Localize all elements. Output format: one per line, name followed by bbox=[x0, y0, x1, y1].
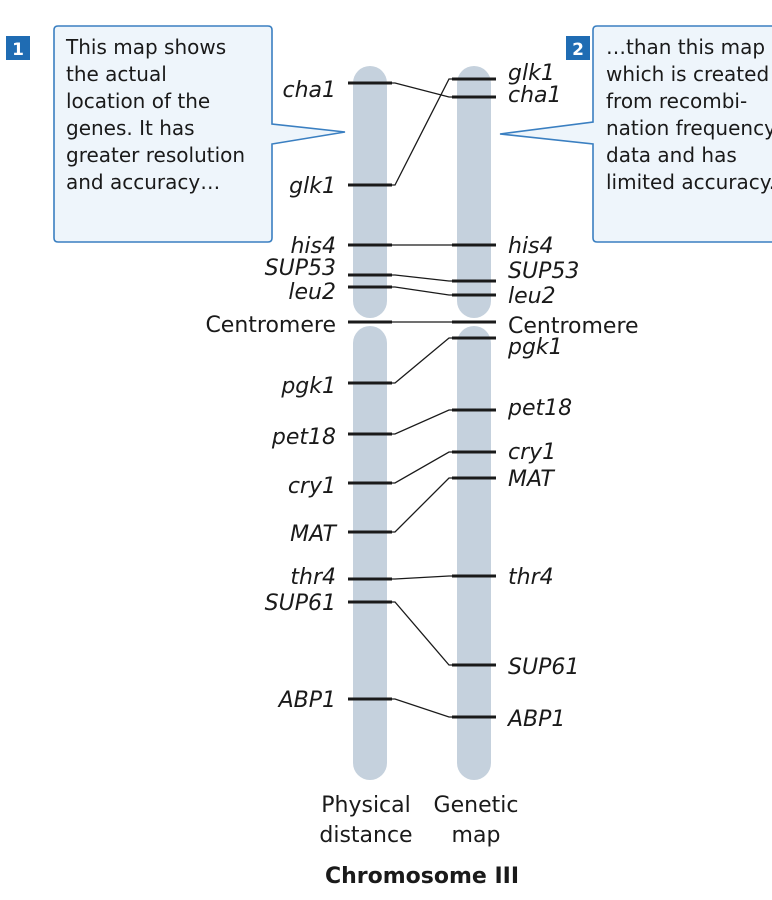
physical-gene-label: cha1 bbox=[282, 78, 336, 103]
step-badge bbox=[6, 36, 30, 60]
genetic-gene-label: MAT bbox=[508, 467, 555, 492]
genetic-gene-label: Centromere bbox=[508, 314, 639, 339]
genetic-map-label: map bbox=[452, 823, 501, 848]
callout-line: greater resolution bbox=[66, 143, 245, 167]
connector-thr4 bbox=[381, 575, 463, 580]
genetic-chromosome-upper-arm bbox=[457, 66, 491, 318]
genetic-gene-label: thr4 bbox=[508, 565, 554, 590]
connector-mat bbox=[381, 477, 463, 533]
physical-gene-label: SUP61 bbox=[265, 591, 336, 616]
genetic-gene-label: cha1 bbox=[508, 83, 562, 108]
connector-cha1 bbox=[381, 82, 463, 98]
genetic-gene-label: cry1 bbox=[508, 440, 556, 465]
callout-box bbox=[53, 25, 346, 243]
physical-distance-label: Physical bbox=[321, 793, 411, 818]
genetic-gene-label: leu2 bbox=[508, 284, 556, 309]
connector-sup53 bbox=[381, 274, 463, 282]
connector-lines bbox=[381, 78, 463, 718]
physical-gene-label: his4 bbox=[290, 234, 336, 259]
callout-line: and accuracy… bbox=[66, 170, 220, 194]
callout-line: location of the bbox=[66, 89, 210, 113]
connector-glk1 bbox=[381, 78, 463, 186]
callout-line: data and has bbox=[606, 143, 737, 167]
physical-gene-label: SUP53 bbox=[265, 256, 336, 281]
physical-distance-label: distance bbox=[319, 823, 412, 848]
chromosomes bbox=[353, 66, 491, 780]
genetic-gene-label: ABP1 bbox=[506, 707, 565, 732]
callout-line: the actual bbox=[66, 62, 167, 86]
callout-line: from recombi- bbox=[606, 89, 747, 113]
callout-box bbox=[499, 25, 772, 243]
physical-gene-label: MAT bbox=[290, 522, 337, 547]
callout-line: which is created bbox=[606, 62, 769, 86]
callout-line: This map shows bbox=[65, 35, 226, 59]
connector-pgk1 bbox=[381, 337, 463, 384]
genetic-chromosome-lower-arm bbox=[457, 326, 491, 780]
genetic-gene-label: pet18 bbox=[507, 396, 572, 421]
connector-sup61 bbox=[381, 601, 463, 666]
footer: Physical distance Genetic map Chromosome… bbox=[319, 793, 519, 889]
genetic-gene-label: his4 bbox=[508, 234, 554, 259]
physical-gene-label: Centromere bbox=[205, 313, 336, 338]
physical-gene-label: pgk1 bbox=[280, 374, 336, 399]
step-badge bbox=[566, 36, 590, 60]
connector-abp1 bbox=[381, 698, 463, 718]
physical-chromosome-lower-arm bbox=[353, 326, 387, 780]
step-number: 2 bbox=[572, 40, 584, 60]
physical-gene-label: thr4 bbox=[290, 565, 336, 590]
callout-line: genes. It has bbox=[66, 116, 195, 140]
callout-line: limited accuracy. bbox=[606, 170, 772, 194]
physical-gene-label: glk1 bbox=[289, 174, 336, 199]
callout-line: …than this map bbox=[606, 35, 765, 59]
physical-chromosome-upper-arm bbox=[353, 66, 387, 318]
physical-gene-label: cry1 bbox=[288, 474, 336, 499]
physical-gene-label: ABP1 bbox=[277, 688, 336, 713]
callout-physical-map: 1 This map shows the actual location of … bbox=[6, 25, 346, 243]
callout-line: nation frequency bbox=[606, 116, 772, 140]
gene-ticks bbox=[348, 77, 496, 719]
genetic-gene-label: pgk1 bbox=[507, 335, 563, 360]
genetic-gene-label: glk1 bbox=[508, 61, 555, 86]
callout-genetic-map: 2 …than this map which is created from r… bbox=[499, 25, 772, 243]
gene-labels: cha1glk1his4SUP53leu2Centromerepgk1pet18… bbox=[205, 61, 638, 732]
physical-gene-label: pet18 bbox=[271, 425, 336, 450]
connector-pet18 bbox=[381, 409, 463, 435]
genetic-gene-label: SUP61 bbox=[508, 655, 579, 680]
genetic-gene-label: SUP53 bbox=[508, 259, 579, 284]
physical-gene-label: leu2 bbox=[288, 280, 336, 305]
connector-leu2 bbox=[381, 286, 463, 296]
step-number: 1 bbox=[12, 40, 24, 60]
diagram-title: Chromosome III bbox=[325, 864, 519, 889]
genetic-map-label: Genetic bbox=[434, 793, 519, 818]
